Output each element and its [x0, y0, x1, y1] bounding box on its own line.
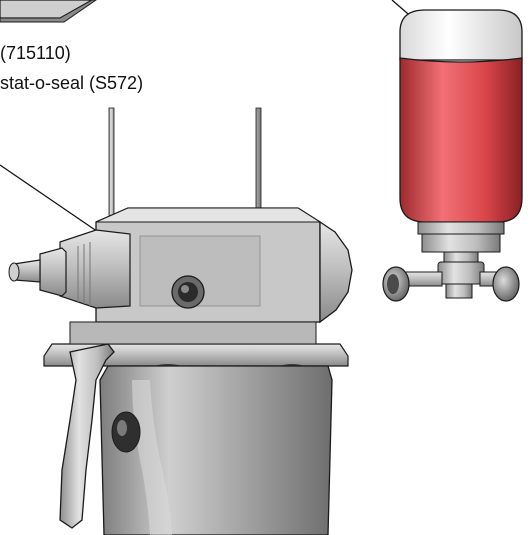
frame-fragment — [0, 0, 97, 23]
trigger-lever — [59, 343, 141, 529]
nozzle — [8, 229, 131, 309]
fluid-bottle — [382, 9, 523, 302]
seal-label: stat-o-seal (S572) — [0, 73, 144, 93]
tool-body — [99, 365, 333, 535]
part-number-label: (715110) — [0, 43, 71, 63]
tool-head — [95, 207, 353, 324]
